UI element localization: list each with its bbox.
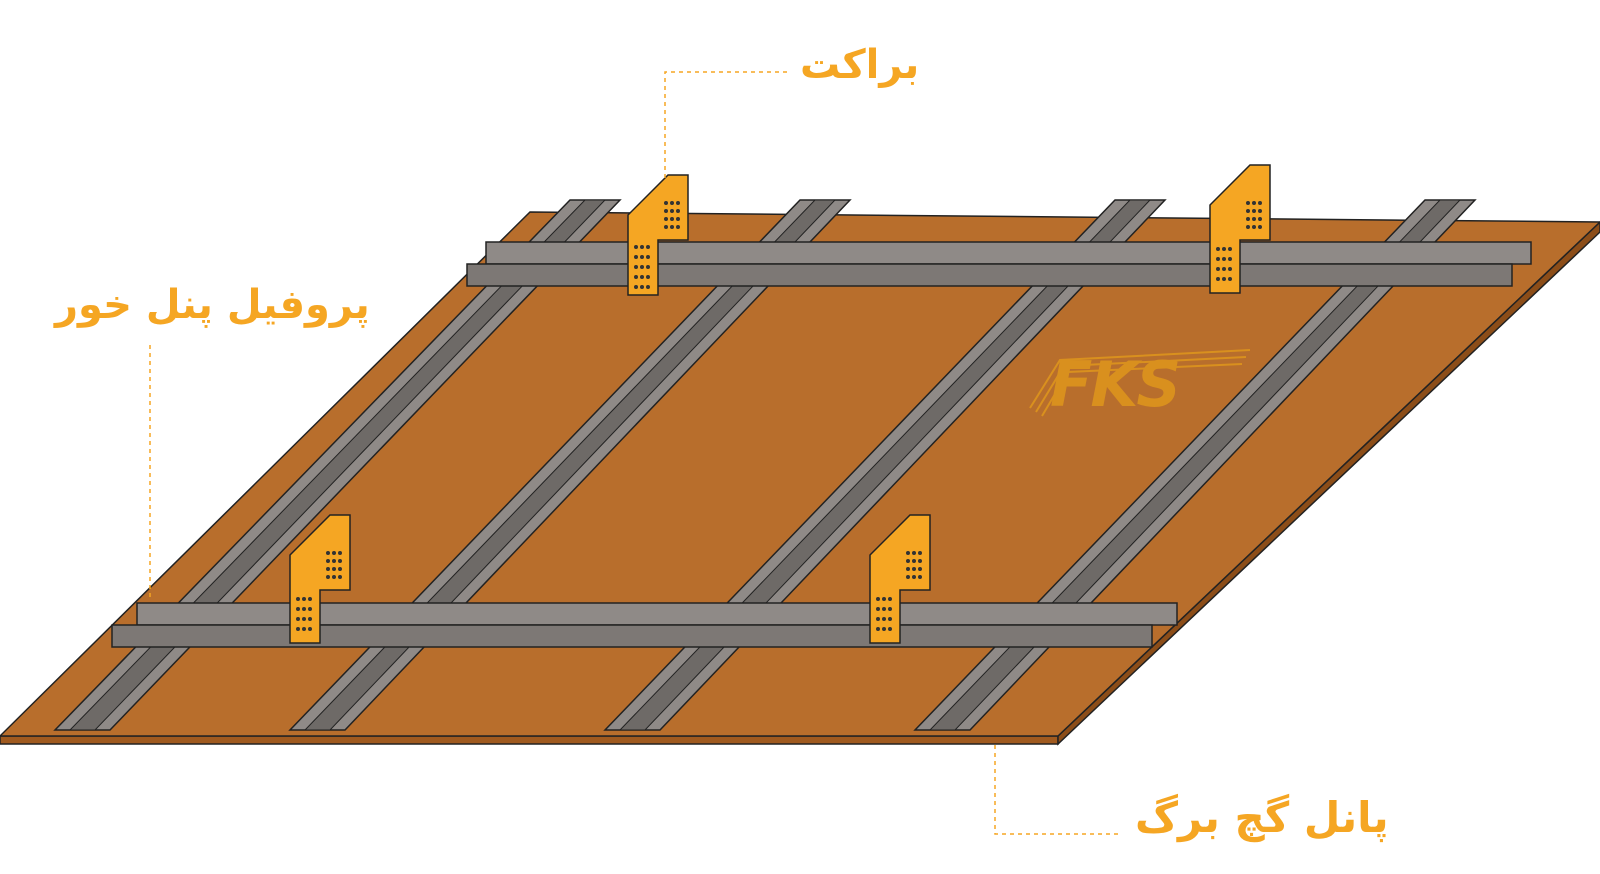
board-side: [0, 735, 1059, 745]
bracket: [869, 514, 931, 644]
leader-panel: [994, 745, 1120, 835]
furring-profile: [288, 199, 852, 731]
panel-label: پانل گچ برگ: [1135, 793, 1389, 842]
bracket: [627, 174, 689, 296]
bracket: [289, 514, 351, 644]
profile-label: پروفیل پنل خور: [55, 282, 370, 328]
furring-profile: [603, 199, 1167, 731]
logo-text: FKS: [1050, 348, 1181, 421]
logo-stripes: [1029, 349, 1251, 417]
leader-lines: [149, 71, 1120, 835]
bracket: [1209, 164, 1271, 294]
bracket-label: براکت: [800, 42, 920, 88]
fks-logo: FKS: [1010, 340, 1250, 430]
furring-profiles: [53, 199, 1477, 731]
furring-profile: [53, 199, 622, 731]
main-channel-top: [466, 241, 1532, 287]
furring-profile: [913, 199, 1477, 731]
leader-bracket: [664, 71, 790, 178]
main-channel-bottom: [111, 602, 1178, 648]
